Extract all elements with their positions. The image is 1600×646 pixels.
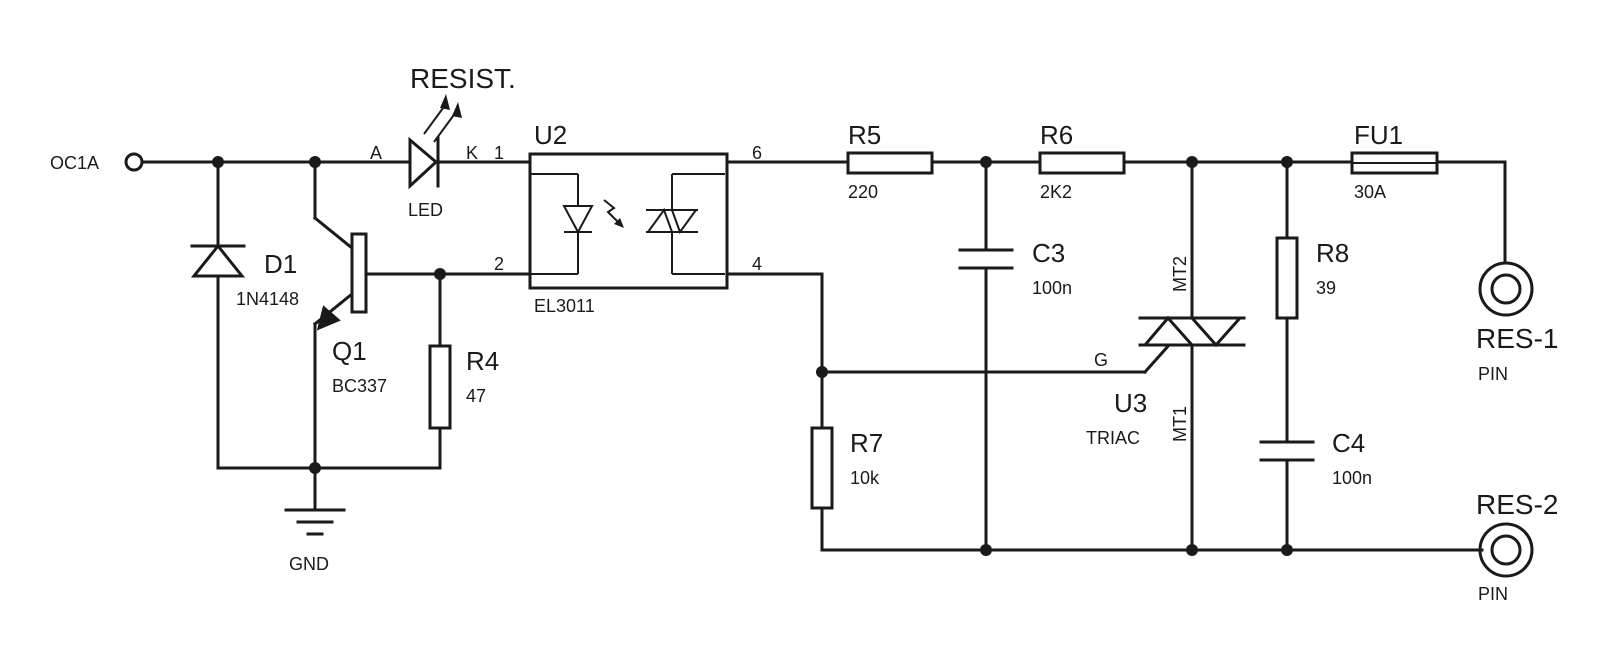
r4-value: 47	[466, 386, 486, 406]
u3-mt1-label: MT1	[1170, 406, 1190, 442]
led-pin-k: K	[466, 143, 478, 163]
r5-ref: R5	[848, 120, 881, 150]
transistor-q1: Q1 BC337	[316, 232, 387, 396]
junction-dots	[212, 156, 1293, 556]
u3-gate-label: G	[1094, 350, 1108, 370]
u2-value: EL3011	[534, 296, 595, 316]
res2-type: PIN	[1478, 584, 1508, 604]
q1-value: BC337	[332, 376, 387, 396]
oc1a-input-terminal: OC1A	[50, 152, 144, 173]
r6-value: 2K2	[1040, 182, 1072, 202]
fu1-value: 30A	[1354, 182, 1386, 202]
u2-pin-6: 6	[752, 143, 762, 163]
c3-ref: C3	[1032, 238, 1065, 268]
res1-type: PIN	[1478, 364, 1508, 384]
capacitor-c4: C4 100n	[1259, 428, 1372, 488]
d1-ref: D1	[264, 249, 297, 279]
c3-value: 100n	[1032, 278, 1072, 298]
resistor-r8: R8 39	[1275, 236, 1349, 320]
resist-label: RESIST.	[410, 63, 516, 94]
u3-value: TRIAC	[1086, 428, 1140, 448]
c4-ref: C4	[1332, 428, 1365, 458]
res2-ref: RES-2	[1476, 489, 1558, 520]
res1-ref: RES-1	[1476, 323, 1558, 354]
r5-value: 220	[848, 182, 878, 202]
triac-u3: G MT2 MT1 U3 TRIAC	[1086, 256, 1246, 448]
fuse-fu1: FU1 30A	[1350, 120, 1439, 202]
optocoupler-u2: U2 EL3011 1 2 6 4	[494, 120, 762, 316]
q1-ref: Q1	[332, 336, 367, 366]
resistor-r6: R6 2K2	[1038, 120, 1126, 202]
resistor-r7: R7 10k	[810, 426, 883, 510]
resistor-r4: R4 47	[428, 344, 499, 430]
gnd-label: GND	[289, 554, 329, 574]
r8-value: 39	[1316, 278, 1336, 298]
r6-ref: R6	[1040, 120, 1073, 150]
res2-pin-terminal: RES-2 PIN	[1476, 489, 1558, 604]
fu1-ref: FU1	[1354, 120, 1403, 150]
r7-ref: R7	[850, 428, 883, 458]
led-value: LED	[408, 200, 443, 220]
res1-pin-terminal: RES-1 PIN	[1476, 261, 1558, 384]
u2-pin-4: 4	[752, 254, 762, 274]
d1-value: 1N4148	[236, 289, 299, 309]
u3-ref: U3	[1114, 388, 1147, 418]
u2-ref: U2	[534, 120, 567, 150]
c4-value: 100n	[1332, 468, 1372, 488]
r4-ref: R4	[466, 346, 499, 376]
r8-ref: R8	[1316, 238, 1349, 268]
oc1a-label: OC1A	[50, 153, 99, 173]
u2-pin-2: 2	[494, 254, 504, 274]
resistor-r5: R5 220	[846, 120, 934, 202]
led: RESIST. LED A K	[370, 63, 516, 220]
led-pin-a: A	[370, 143, 382, 163]
ground-symbol: GND	[284, 508, 346, 574]
diode-d1: D1 1N4148	[190, 243, 299, 309]
u3-mt2-label: MT2	[1170, 256, 1190, 292]
capacitor-c3: C3 100n	[958, 238, 1072, 298]
r7-value: 10k	[850, 468, 880, 488]
u2-pin-1: 1	[494, 143, 504, 163]
